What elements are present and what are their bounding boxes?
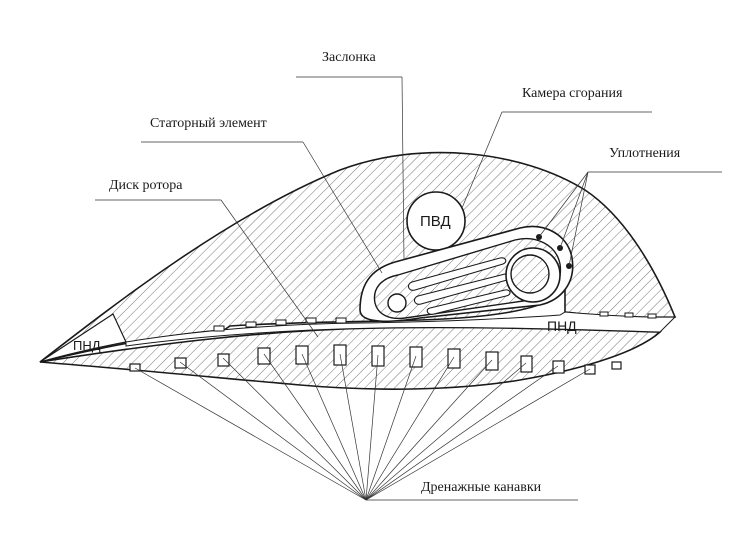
label-pnd-right: ПНД [547,318,577,334]
label-zaslonka: Заслонка [322,50,376,65]
flow-gap [125,311,677,347]
groove-slot [257,347,271,365]
groove-slot [174,357,187,369]
groove-slot [485,351,499,371]
flap-pivot [387,293,407,313]
groove-slot [129,363,141,372]
combustion-chamber-assembly [359,225,574,323]
stator-seal-teeth [213,311,657,332]
label-pvd: ПВД [420,213,451,230]
label-drainage-grooves: Дренажные канавки [421,480,542,495]
groove-slot [217,353,230,367]
label-stator-element: Статорный элемент [150,116,267,131]
combustion-ring-inner [510,254,550,294]
groove-slot [584,364,596,375]
groove-slot [552,360,565,374]
label-rotor-disk: Диск ротора [109,178,183,193]
pvd-chamber [406,191,466,251]
groove-slot [611,361,622,370]
label-pnd-left: ПНД [73,338,101,353]
groove-slot [447,348,461,369]
groove-slot [520,355,533,373]
leader-lines [95,76,722,501]
label-seals: Уплотнения [609,146,681,161]
groove-slot [295,345,309,365]
label-combustion-chamber: Камера сгорания [522,86,623,101]
rotor-disk [39,326,663,390]
drainage-grooves [129,344,622,375]
